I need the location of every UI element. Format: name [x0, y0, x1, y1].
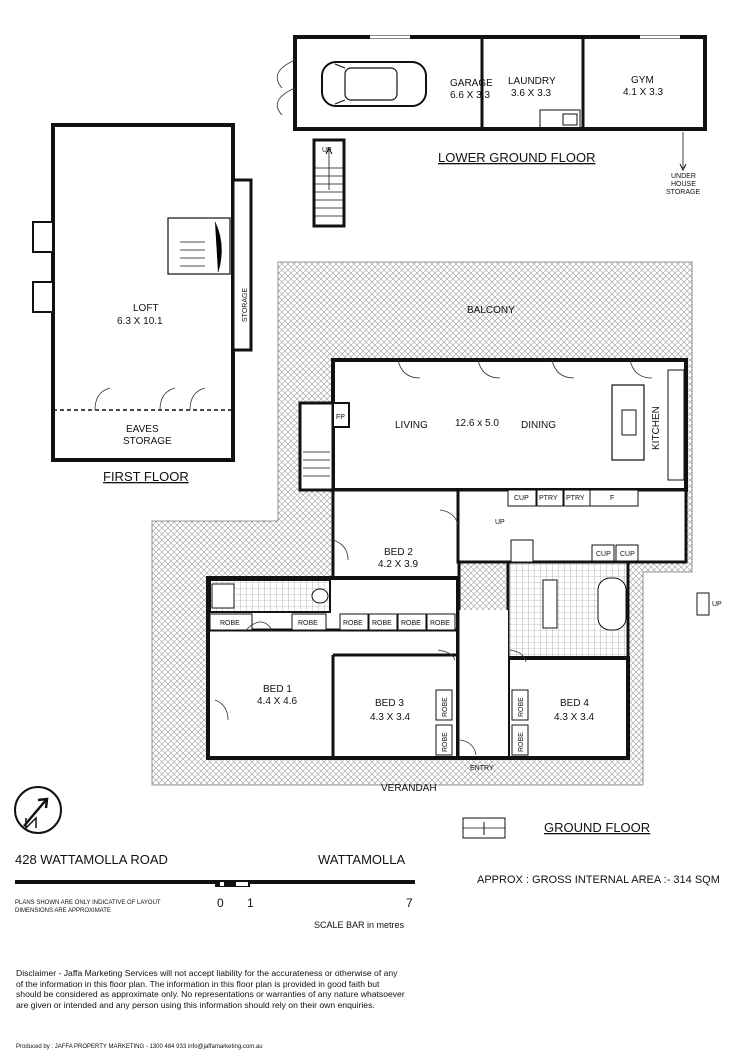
eaves-line-2: STORAGE: [123, 436, 172, 447]
gross-area: APPROX : GROSS INTERNAL AREA :- 314 SQM: [477, 874, 720, 886]
cup-label-1: CUP: [514, 495, 529, 502]
living-label: LIVING: [395, 420, 428, 431]
robe-label-9: ROBE: [518, 697, 525, 717]
plans-note-1: PLANS SHOWN ARE ONLY INDICATIVE OF LAYOU…: [15, 900, 161, 906]
robe-label-7: ROBE: [442, 697, 449, 717]
robe-label-4: ROBE: [372, 620, 392, 627]
robe-label-3: ROBE: [343, 620, 363, 627]
scale-bar-icon: [215, 880, 250, 887]
cup-label-2: CUP: [596, 551, 611, 558]
eaves-line-1: EAVES: [126, 424, 159, 435]
property-suburb: WATTAMOLLA: [318, 852, 406, 867]
verandah-label: VERANDAH: [381, 783, 437, 794]
robe-label-8: ROBE: [442, 732, 449, 752]
plans-note-2: DIMENSIONS ARE APPROXIMATE: [15, 908, 111, 914]
lower-ground-floor: GARAGE 6.6 X 3.3 LAUNDRY 3.6 X 3.3 GYM 4…: [276, 35, 707, 228]
north-arrow-icon: [14, 786, 62, 834]
lower-ground-floor-title: LOWER GROUND FLOOR: [438, 150, 595, 165]
robe-label-5: ROBE: [401, 620, 421, 627]
ptry-label-1: PTRY: [539, 495, 558, 502]
lower-ground-up-label: UP: [322, 147, 332, 154]
kitchen-label: KITCHEN: [651, 406, 662, 450]
robe-label-2: ROBE: [298, 620, 318, 627]
living-size: 12.6 x 5.0: [455, 418, 499, 429]
bed3-label: BED 3: [375, 698, 404, 709]
robe-label-6: ROBE: [430, 620, 450, 627]
bed4-label: BED 4: [560, 698, 589, 709]
scale-tick-7: 7: [406, 896, 413, 910]
bed2-size: 4.2 X 3.9: [378, 559, 418, 570]
storage-label: STORAGE: [242, 288, 249, 322]
ptry-label-2: PTRY: [566, 495, 585, 502]
under-house-line-1: UNDER: [671, 173, 696, 180]
gym-label: GYM: [631, 75, 654, 86]
dining-label: DINING: [521, 420, 556, 431]
property-address: 428 WATTAMOLLA ROAD: [15, 852, 168, 867]
laundry-label: LAUNDRY: [508, 76, 556, 87]
garage-size: 6.6 X 3.3: [450, 90, 490, 101]
ground-floor-title: GROUND FLOOR: [544, 820, 650, 835]
bed2-label: BED 2: [384, 547, 413, 558]
fireplace-label: FP: [336, 414, 345, 421]
entry-label: ENTRY: [470, 765, 494, 772]
disclaimer: Disclaimer - Jaffa Marketing Services wi…: [16, 968, 405, 1010]
balcony-label: BALCONY: [467, 305, 515, 316]
laundry-size: 3.6 X 3.3: [511, 88, 551, 99]
loft-size: 6.3 X 10.1: [117, 316, 163, 327]
cup-label-3: CUP: [620, 551, 635, 558]
ground-floor: BALCONY LIVING 12.6 x 5.0 DINING KITCHEN…: [151, 261, 722, 839]
scale-tick-0: 0: [217, 896, 224, 910]
gym-size: 4.1 X 3.3: [623, 87, 663, 98]
fridge-label: F: [610, 495, 614, 502]
first-floor-title: FIRST FLOOR: [103, 469, 189, 484]
first-floor: LOFT 6.3 X 10.1 STORAGE EAVES STORAGE FI…: [32, 123, 253, 484]
car-icon: [321, 61, 427, 107]
under-house-line-3: STORAGE: [666, 189, 700, 196]
garage-label: GARAGE: [450, 78, 493, 89]
loft-label: LOFT: [133, 303, 159, 314]
ground-up-label: UP: [495, 519, 505, 526]
producer-credit: Produced by : JAFFA PROPERTY MARKETING -…: [16, 1044, 263, 1050]
scale-label: SCALE BAR in metres: [314, 920, 405, 930]
bed3-size: 4.3 X 3.4: [370, 712, 410, 723]
bed1-size: 4.4 X 4.6: [257, 696, 297, 707]
bed4-size: 4.3 X 3.4: [554, 712, 594, 723]
under-house-line-2: HOUSE: [671, 181, 696, 188]
bed1-label: BED 1: [263, 684, 292, 695]
scale-tick-1: 1: [247, 896, 254, 910]
robe-label-1: ROBE: [220, 620, 240, 627]
robe-label-10: ROBE: [518, 732, 525, 752]
side-up-label: UP: [712, 601, 722, 608]
